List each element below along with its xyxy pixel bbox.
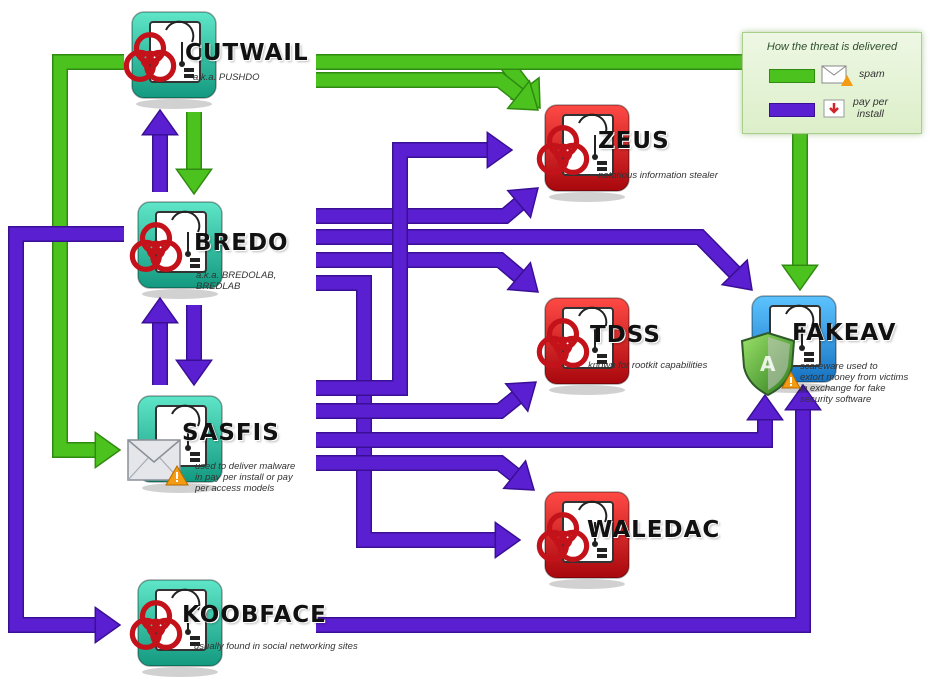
bredo-label: BREDO xyxy=(194,230,289,256)
biohazard-icon xyxy=(123,32,177,82)
arrow-bredo-to-zeus xyxy=(316,187,539,224)
arrow-bredo-to-waledac xyxy=(316,275,522,560)
cutwail-icon xyxy=(123,11,217,109)
arrow-bredo-to-koobface xyxy=(8,226,124,645)
envelope-icon xyxy=(127,439,181,481)
arrow-sasfis-to-zeus xyxy=(316,130,514,396)
arrow-cutwail-to-zeus-2 xyxy=(316,72,540,111)
legend-spam-label: spam xyxy=(859,68,885,80)
arrows-layer xyxy=(8,54,823,645)
cutwail-label: CUTWAIL xyxy=(185,40,309,66)
legend-ppi-swatch xyxy=(769,103,815,117)
waledac-label: WALEDAC xyxy=(587,517,721,543)
legend: How the threat is delivered spam pay per… xyxy=(742,32,922,134)
fakeav-description-line-1: scareware used to xyxy=(800,361,878,372)
fakeav-description-line-4: security software xyxy=(800,394,872,405)
koobface-icon xyxy=(129,579,223,677)
arrow-bredo-to-sasfis xyxy=(174,305,214,387)
arrow-sasfis-to-tdss xyxy=(316,381,538,419)
envelope-icon xyxy=(821,65,847,84)
zeus-description: notorious information stealer xyxy=(598,170,718,181)
tdss-description: known for rootkit capabilities xyxy=(588,360,708,371)
biohazard-icon xyxy=(536,125,590,175)
arrow-koobface-to-fakeav xyxy=(316,383,823,633)
biohazard-icon xyxy=(536,318,590,368)
bredo-icon xyxy=(129,201,223,299)
biohazard-icon xyxy=(536,512,590,562)
fakeav-description-line-3: in exchange for fake xyxy=(800,383,886,394)
cutwail-description: a.k.a. PUSHDO xyxy=(193,72,260,83)
biohazard-icon xyxy=(129,600,183,650)
legend-ppi-label-line-2: install xyxy=(857,108,884,120)
tdss-label: TDSS xyxy=(590,322,661,348)
bredo-description-line-1: a.k.a. BREDOLAB, xyxy=(196,270,277,281)
arrow-sasfis-to-fakeav xyxy=(316,393,785,448)
arrow-sasfis-to-waledac xyxy=(316,455,536,491)
arrow-sasfis-to-bredo xyxy=(140,296,180,385)
sasfis-description-line-2: in pay per install or pay xyxy=(195,472,293,483)
zeus-icon xyxy=(536,104,630,202)
legend-spam-swatch xyxy=(769,69,815,83)
legend-ppi-label-line-1: pay per xyxy=(853,96,889,108)
bredo-description-line-2: BREDLAB xyxy=(196,281,241,292)
nodes-layer xyxy=(123,11,837,677)
sasfis-description-line-3: per access models xyxy=(195,483,275,494)
shield-icon: A xyxy=(740,331,796,397)
arrow-bredo-to-fakeav xyxy=(316,229,753,291)
tdss-icon xyxy=(536,297,630,395)
arrow-bredo-to-cutwail xyxy=(140,108,180,192)
koobface-label: KOOBFACE xyxy=(182,602,327,628)
fakeav-label: FAKEAV xyxy=(792,320,897,346)
arrow-cutwail-to-bredo xyxy=(174,112,214,196)
arrow-bredo-to-tdss xyxy=(316,252,539,293)
warning-icon xyxy=(165,465,189,486)
sasfis-label: SASFIS xyxy=(182,420,280,446)
arrow-cutwail-to-sasfis xyxy=(52,54,124,470)
koobface-description: usually found in social networking sites xyxy=(194,641,358,652)
warning-icon xyxy=(841,75,853,86)
waledac-icon xyxy=(536,491,630,589)
zeus-label: ZEUS xyxy=(598,128,670,154)
legend-title: How the threat is delivered xyxy=(766,41,898,53)
warning-icon xyxy=(781,370,801,389)
sasfis-description-line-1: used to deliver malware xyxy=(195,461,296,472)
fakeav-description-line-2: extort money from victims xyxy=(800,372,909,383)
svg-text:A: A xyxy=(760,352,776,376)
download-icon xyxy=(823,99,845,118)
biohazard-icon xyxy=(129,222,183,272)
